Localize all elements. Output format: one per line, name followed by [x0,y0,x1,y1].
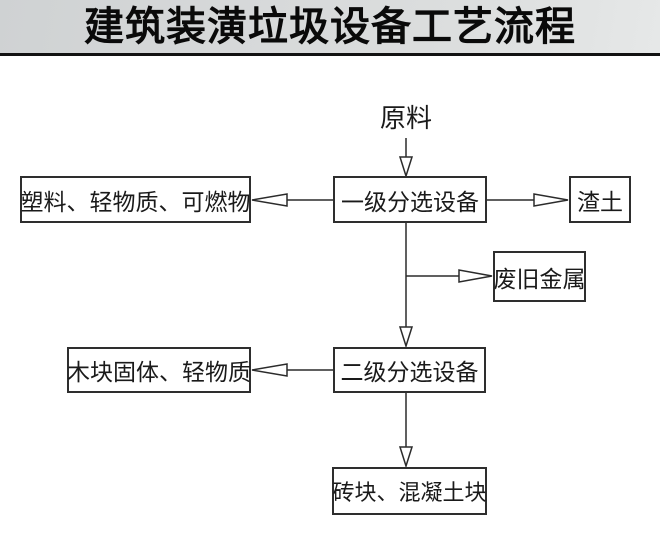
node-plastics-light-combustibles: 塑料、轻物质、可燃物 [20,176,251,223]
arrow-secondary-to-bricks [398,393,414,469]
node-primary-sorting-equipment: 一级分选设备 [333,176,487,223]
title-bar: 建筑装潢垃圾设备工艺流程 [0,0,660,56]
arrow-primary-to-slag [487,193,569,207]
arrow-branch-to-scrap-metal [406,269,493,283]
node-wood-solids-light: 木块固体、轻物质 [67,347,251,393]
arrow-primary-to-secondary [398,223,414,349]
arrow-secondary-to-wood [251,363,333,377]
page-title: 建筑装潢垃圾设备工艺流程 [84,3,576,50]
node-bricks-concrete: 砖块、混凝土块 [332,467,487,515]
node-secondary-sorting-equipment: 二级分选设备 [333,347,486,393]
node-raw-material: 原料 [379,104,432,134]
arrow-primary-to-plastics [251,193,333,207]
node-slag-soil: 渣土 [569,176,631,223]
node-scrap-metal: 废旧金属 [493,251,586,302]
arrow-raw-to-primary [398,138,414,179]
